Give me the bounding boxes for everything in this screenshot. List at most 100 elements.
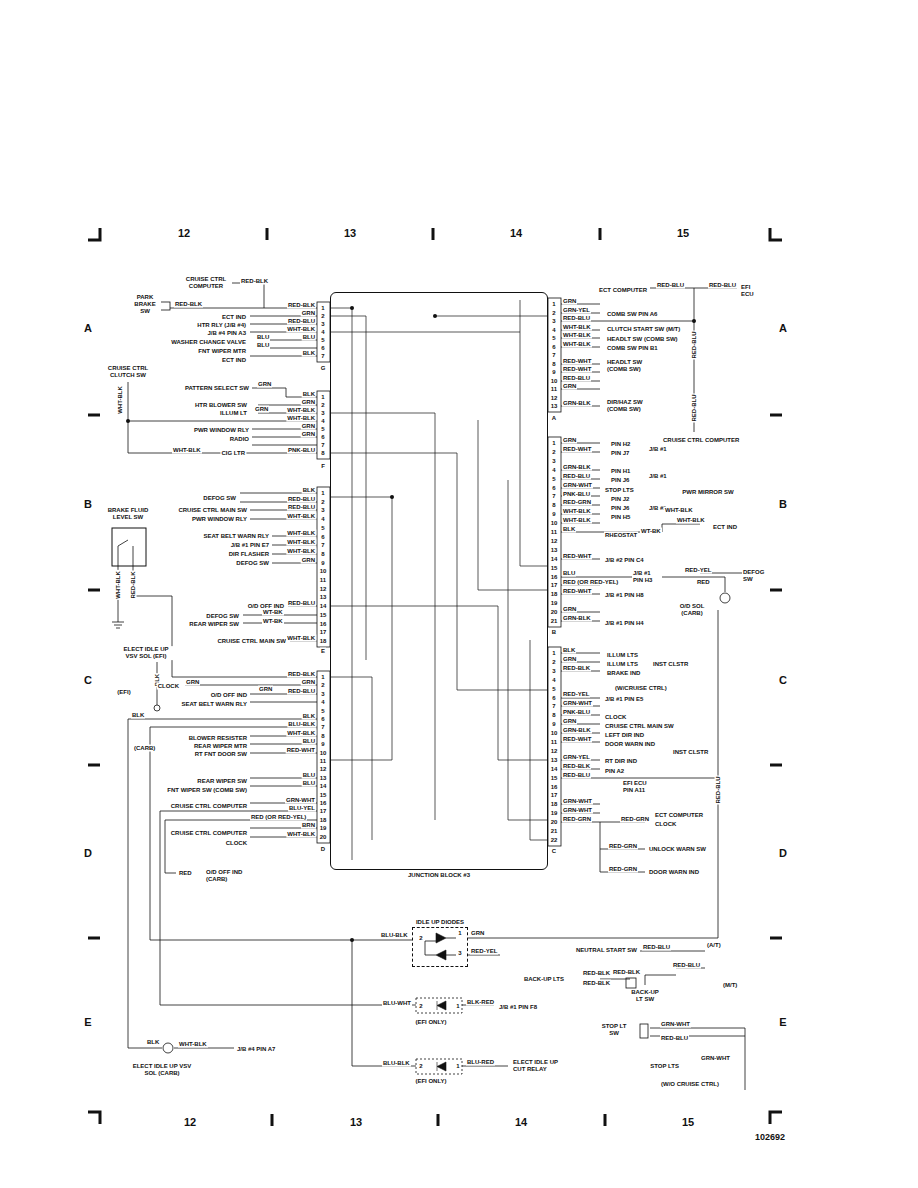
wire-label: O/D OFF IND (CARB): [205, 869, 249, 883]
pin-number: 3: [320, 507, 325, 514]
pin-number: 16: [319, 620, 328, 627]
pin-number: 10: [550, 520, 559, 527]
wire-label: ELECT IDLE UP VSV SOL (EFI): [116, 646, 176, 660]
pin-number: 2: [320, 498, 325, 505]
pin-number: 11: [550, 386, 558, 393]
pin-number: 10: [319, 568, 328, 575]
pin-number: 5: [320, 337, 325, 344]
pin-number: 6: [551, 694, 556, 701]
wire-label: GRN-BLK: [562, 727, 592, 734]
pin-number: 2: [418, 1003, 423, 1010]
connector-housing: [548, 437, 561, 627]
pin-number: 4: [551, 326, 556, 333]
wire-label: RADIO: [229, 436, 250, 443]
pin-number: 4: [320, 418, 325, 425]
wire-label: DEFOG SW: [235, 560, 270, 567]
pin-number: 13: [550, 546, 559, 553]
wire-label: GRN: [562, 656, 577, 663]
wire-label: GRN: [562, 606, 577, 613]
wire-label: RED-WHT: [562, 588, 592, 595]
pin-number: 10: [550, 730, 559, 737]
pin-number: 8: [320, 450, 325, 457]
wire-label: STOP LT SW: [600, 1023, 628, 1037]
grid-reference: B: [83, 498, 93, 511]
pin-number: 4: [551, 466, 556, 473]
pin-number: 15: [319, 791, 328, 798]
wire-label: RED-BLU: [287, 496, 316, 503]
pin-number: 8: [320, 550, 325, 557]
grid-reference: A: [778, 322, 788, 335]
wire-label: BLU-BLK: [287, 721, 316, 728]
pin-number: 5: [320, 426, 325, 433]
pin-number: 11: [319, 577, 327, 584]
pin-number: 20: [550, 819, 559, 826]
wire-label: BLK: [562, 647, 576, 654]
wire-label: DIR/HAZ SW (COMB SW): [606, 399, 663, 413]
pin-number: 21: [550, 828, 559, 835]
grid-reference: 12: [177, 227, 191, 240]
wire-label: RED-BLK: [287, 671, 316, 678]
wire-label: (W/CRUISE CTRL): [614, 685, 668, 692]
wire-label: BLU-RED: [466, 1059, 495, 1066]
wire-label: ILLUM LT: [219, 410, 248, 417]
pin-number: 7: [551, 352, 556, 359]
wire-label: BLU: [256, 334, 270, 341]
wire-label: PARK BRAKE SW: [129, 294, 161, 315]
wire-label: RT DIR IND: [604, 758, 638, 765]
solenoid-symbol: [163, 1043, 173, 1053]
wire-label: RED-GRN: [620, 816, 650, 823]
wire-label: CLOCK: [157, 683, 180, 690]
wire-label: RED-BLU: [562, 772, 591, 779]
wire-label: BLU-BLK: [382, 1060, 411, 1067]
level-switch-symbol: [112, 528, 146, 566]
pin-number: 16: [550, 783, 559, 790]
wire-label: LEFT DIR IND: [604, 732, 645, 739]
wires-left: [128, 283, 317, 641]
pin-number: 3: [551, 457, 556, 464]
wire-label: RED-BLU: [642, 944, 671, 951]
wire-label: WASHER CHANGE VALVE: [170, 339, 247, 346]
wire-label: PATTERN SELECT SW: [184, 385, 250, 392]
wire-label: RED: [696, 579, 711, 586]
wire-label: GRN: [562, 718, 577, 725]
grid-reference: 15: [676, 227, 690, 240]
wire-label: G: [320, 365, 327, 372]
wire-label: RED-YEL: [470, 948, 498, 955]
splice-dot: [126, 419, 130, 423]
pin-number: 16: [550, 573, 559, 580]
wire-label: GRN: [301, 310, 316, 317]
wire-label: NEUTRAL START SW: [575, 947, 638, 954]
diode-symbol: [436, 933, 446, 960]
pin-number: 4: [320, 516, 325, 523]
pin-number: 12: [550, 537, 559, 544]
wire-label: CRUISE CTRL COMPUTER: [170, 803, 248, 810]
pin-number: 17: [550, 582, 559, 589]
pin-number: 10: [550, 377, 559, 384]
pin-number: 2: [320, 402, 325, 409]
wire-label: C: [551, 848, 557, 855]
pin-number: 15: [319, 611, 328, 618]
wire-label: O/D OFF IND: [210, 692, 248, 699]
wire-label: WHT-BLK: [286, 326, 316, 333]
wire-label: ECT IND: [221, 357, 247, 364]
wire-label: GRN-BLK: [562, 400, 592, 407]
wire-label: ILLUM LTS: [606, 661, 639, 668]
wire-label: RED-WHT: [562, 736, 592, 743]
wire-label: RED-BLK: [240, 278, 269, 285]
wire-label: CRUISE CTRL COMPUTER: [181, 276, 231, 290]
pin-number: 2: [551, 658, 556, 665]
wire-label: BLK: [302, 713, 316, 720]
diode-symbol: [437, 1001, 446, 1071]
wire-label: RED-BLK: [582, 980, 611, 987]
pin-number: 12: [550, 394, 559, 401]
pin-number: 17: [550, 792, 559, 799]
wire-label: GRN-BLK: [562, 615, 592, 622]
wire-label: (A/T): [706, 942, 722, 949]
pin-number: 13: [319, 594, 328, 601]
wire-label: J/B #1 PIN H3: [632, 570, 662, 584]
wire-label: GRN: [470, 930, 485, 937]
wire-label: RED-WHT: [562, 366, 592, 373]
wire-label: CRUISE CTRL COMPUTER: [170, 830, 248, 837]
wire-label: GRN-WHT: [285, 797, 316, 804]
